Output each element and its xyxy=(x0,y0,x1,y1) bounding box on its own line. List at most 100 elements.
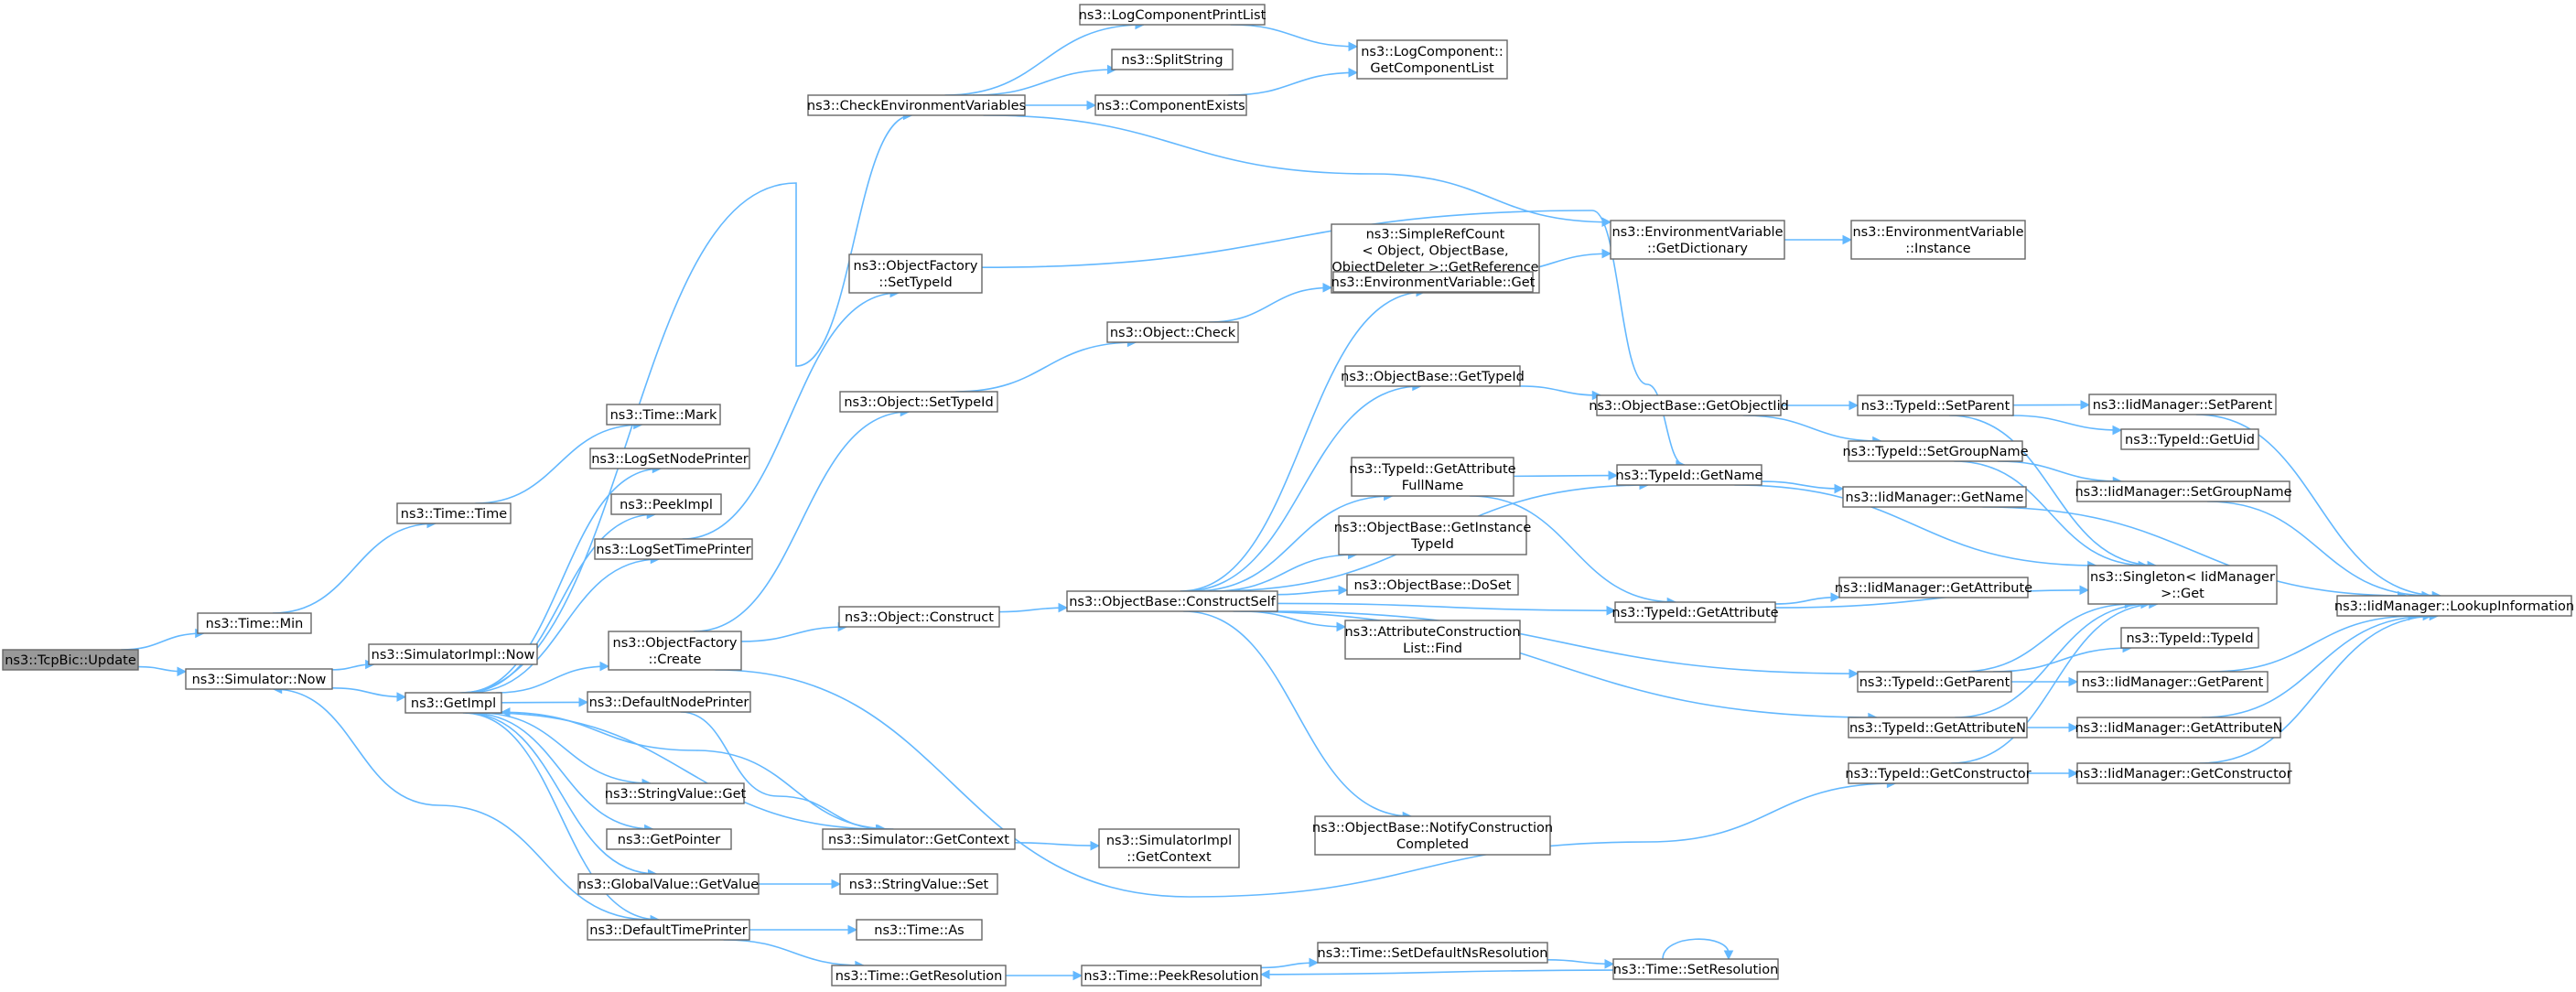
node-typeid-getconstructor[interactable]: ns3::TypeId::GetConstructor xyxy=(1845,762,2032,784)
node-objectfactory-settypeid[interactable]: ns3::ObjectFactory::SetTypeId xyxy=(848,253,983,294)
node-typeid-getname[interactable]: ns3::TypeId::GetName xyxy=(1616,464,1763,486)
node-splitstring[interactable]: ns3::SplitString xyxy=(1111,49,1234,70)
node-tcpbic-update[interactable]: ns3::TcpBic::Update xyxy=(2,649,139,671)
edge-object-check-to-simplerefcount-getreferencecount xyxy=(1208,283,1333,323)
node-box xyxy=(594,538,753,560)
node-iidmanager-lookupinformation[interactable]: ns3::IidManager::LookupInformation xyxy=(2334,595,2574,617)
node-typeid-getparent[interactable]: ns3::TypeId::GetParent xyxy=(1857,671,2012,693)
node-simulatorimpl-now[interactable]: ns3::SimulatorImpl::Now xyxy=(368,643,538,665)
edge-line xyxy=(998,607,1068,613)
edge-typeid-getconstructor-to-iidmanager-getconstructor xyxy=(2027,768,2079,779)
node-iidmanager-setparent[interactable]: ns3::IidManager::SetParent xyxy=(2088,394,2277,415)
node-iidmanager-setgroupname[interactable]: ns3::IidManager::SetGroupName xyxy=(2075,480,2292,502)
node-typeid-setparent[interactable]: ns3::TypeId::SetParent xyxy=(1857,394,2014,416)
node-time-time[interactable]: ns3::Time::Time xyxy=(396,502,512,524)
node-iidmanager-getconstructor[interactable]: ns3::IidManager::GetConstructor xyxy=(2075,762,2292,784)
node-envvar-getdictionary[interactable]: ns3::EnvironmentVariable::GetDictionary xyxy=(1610,220,1785,260)
node-box xyxy=(608,631,742,671)
node-label: ns3::TypeId::SetGroupName xyxy=(1842,445,2028,459)
node-iidmanager-getparent[interactable]: ns3::IidManager::GetParent xyxy=(2076,671,2269,693)
node-componentexists[interactable]: ns3::ComponentExists xyxy=(1094,94,1247,116)
node-time-getresolution[interactable]: ns3::Time::GetResolution xyxy=(831,965,1007,987)
node-object-settypeid[interactable]: ns3::Object::SetTypeId xyxy=(839,391,998,413)
node-label: ns3::SplitString xyxy=(1121,53,1223,68)
edge-objectbase-constructself-to-typeid-getattribute xyxy=(1277,602,1617,616)
node-box xyxy=(1356,39,1508,80)
node-envvar-get[interactable]: ns3::EnvironmentVariable::Get xyxy=(1331,271,1536,293)
node-time-mark[interactable]: ns3::Time::Mark xyxy=(606,404,721,426)
edge-line xyxy=(1951,603,2158,764)
node-time-peekresolution[interactable]: ns3::Time::PeekResolution xyxy=(1081,965,1262,987)
node-label: ns3::ObjectFactory xyxy=(613,636,738,651)
node-objectbase-doset[interactable]: ns3::ObjectBase::DoSet xyxy=(1346,574,1519,596)
node-time-min[interactable]: ns3::Time::Min xyxy=(197,612,312,634)
node-objectbase-constructself[interactable]: ns3::ObjectBase::ConstructSelf xyxy=(1066,590,1278,612)
node-simulatorimpl-getcontext[interactable]: ns3::SimulatorImpl::GetContext xyxy=(1098,828,1240,868)
node-defaultnodeprinter[interactable]: ns3::DefaultNodePrinter xyxy=(587,691,751,713)
node-logcomponent-getcomponentlist[interactable]: ns3::LogComponent::GetComponentList xyxy=(1356,39,1508,80)
node-label: ns3::LogSetTimePrinter xyxy=(596,543,750,557)
edge-arrowhead xyxy=(1848,400,1859,411)
edge-line xyxy=(478,712,652,784)
node-objectbase-gettypeid[interactable]: ns3::ObjectBase::GetTypeId xyxy=(1341,365,1525,387)
node-typeid-getattributen[interactable]: ns3::TypeId::GetAttributeN xyxy=(1848,717,2028,739)
node-label: ns3::Simulator::Now xyxy=(192,673,327,687)
edge-arrowhead xyxy=(1830,592,1841,602)
node-label: List::Find xyxy=(1403,642,1462,656)
node-box xyxy=(2088,394,2277,415)
node-objectfactory-create[interactable]: ns3::ObjectFactory::Create xyxy=(608,631,742,671)
edge-arrowhead xyxy=(1842,234,1853,245)
edge-getimpl-to-objectfactory-create xyxy=(496,661,610,694)
node-logsetnodeprinter[interactable]: ns3::LogSetNodePrinter xyxy=(589,447,750,469)
node-time-setresolution[interactable]: ns3::Time::SetResolution xyxy=(1612,958,1779,980)
node-stringvalue-get[interactable]: ns3::StringValue::Get xyxy=(605,782,747,804)
edge-arrowhead xyxy=(2068,676,2079,687)
node-label: >::Get xyxy=(2161,587,2204,601)
node-typeid-getattribute[interactable]: ns3::TypeId::GetAttribute xyxy=(1611,601,1779,623)
node-objectbase-getobjectiid[interactable]: ns3::ObjectBase::GetObjectIid xyxy=(1589,394,1789,416)
node-getpointer[interactable]: ns3::GetPointer xyxy=(606,828,732,850)
node-logsettimeprinter[interactable]: ns3::LogSetTimePrinter xyxy=(594,538,753,560)
node-simulator-now[interactable]: ns3::Simulator::Now xyxy=(185,668,333,690)
node-box xyxy=(2087,565,2278,605)
node-object-check[interactable]: ns3::Object::Check xyxy=(1106,321,1239,343)
node-typeid-setgroupname[interactable]: ns3::TypeId::SetGroupName xyxy=(1842,440,2029,462)
node-logcomponentprintlist[interactable]: ns3::LogComponentPrintList xyxy=(1079,4,1266,26)
nodes-layer: ns3::TcpBic::Updatens3::Time::Minns3::Si… xyxy=(2,4,2574,987)
edge-arrowhead xyxy=(177,666,188,677)
node-defaulttimeprinter[interactable]: ns3::DefaultTimePrinter xyxy=(587,919,750,941)
node-box xyxy=(1338,515,1527,555)
node-time-setdefaultnsresolution[interactable]: ns3::Time::SetDefaultNsResolution xyxy=(1317,942,1548,964)
node-checkenvvars[interactable]: ns3::CheckEnvironmentVariables xyxy=(807,94,1026,116)
node-stringvalue-set[interactable]: ns3::StringValue::Set xyxy=(839,873,998,895)
edge-line xyxy=(983,114,1611,223)
node-time-as[interactable]: ns3::Time::As xyxy=(856,919,983,941)
edge-line xyxy=(1183,610,1412,817)
node-label: ns3::GlobalValue::GetValue xyxy=(578,878,759,892)
node-simulator-getcontext[interactable]: ns3::Simulator::GetContext xyxy=(822,828,1016,850)
node-label: GetComponentList xyxy=(1370,61,1494,76)
node-typeid-getuid[interactable]: ns3::TypeId::GetUid xyxy=(2120,428,2259,450)
node-objectbase-notifyconstructioncompleted[interactable]: ns3::ObjectBase::NotifyConstructionCompl… xyxy=(1312,815,1553,856)
node-object-construct[interactable]: ns3::Object::Construct xyxy=(838,606,1000,628)
node-box xyxy=(606,404,721,426)
node-iidmanager-getattributen[interactable]: ns3::IidManager::GetAttributeN xyxy=(2075,717,2283,739)
node-label: ns3::SimulatorImpl xyxy=(1106,834,1232,848)
node-envvar-instance[interactable]: ns3::EnvironmentVariable::Instance xyxy=(1850,220,2026,260)
node-box xyxy=(2120,428,2259,450)
node-label: ns3::ObjectBase::ConstructSelf xyxy=(1069,595,1276,609)
node-peekimpl[interactable]: ns3::PeekImpl xyxy=(610,493,722,515)
node-iidmanager-getattribute[interactable]: ns3::IidManager::GetAttribute xyxy=(1835,577,2032,598)
node-globalvalue-getvalue[interactable]: ns3::GlobalValue::GetValue xyxy=(577,873,760,895)
node-singleton-get[interactable]: ns3::Singleton< IidManager>::Get xyxy=(2087,565,2278,605)
node-label: ns3::TypeId::TypeId xyxy=(2126,631,2253,646)
node-box xyxy=(1351,457,1514,497)
edge-arrowhead xyxy=(1338,585,1349,596)
node-iidmanager-getname[interactable]: ns3::IidManager::GetName xyxy=(1842,486,2027,508)
node-typeid-typeid[interactable]: ns3::TypeId::TypeId xyxy=(2120,627,2259,649)
node-label: ns3::GetImpl xyxy=(411,696,496,711)
node-getimpl[interactable]: ns3::GetImpl xyxy=(404,692,502,714)
